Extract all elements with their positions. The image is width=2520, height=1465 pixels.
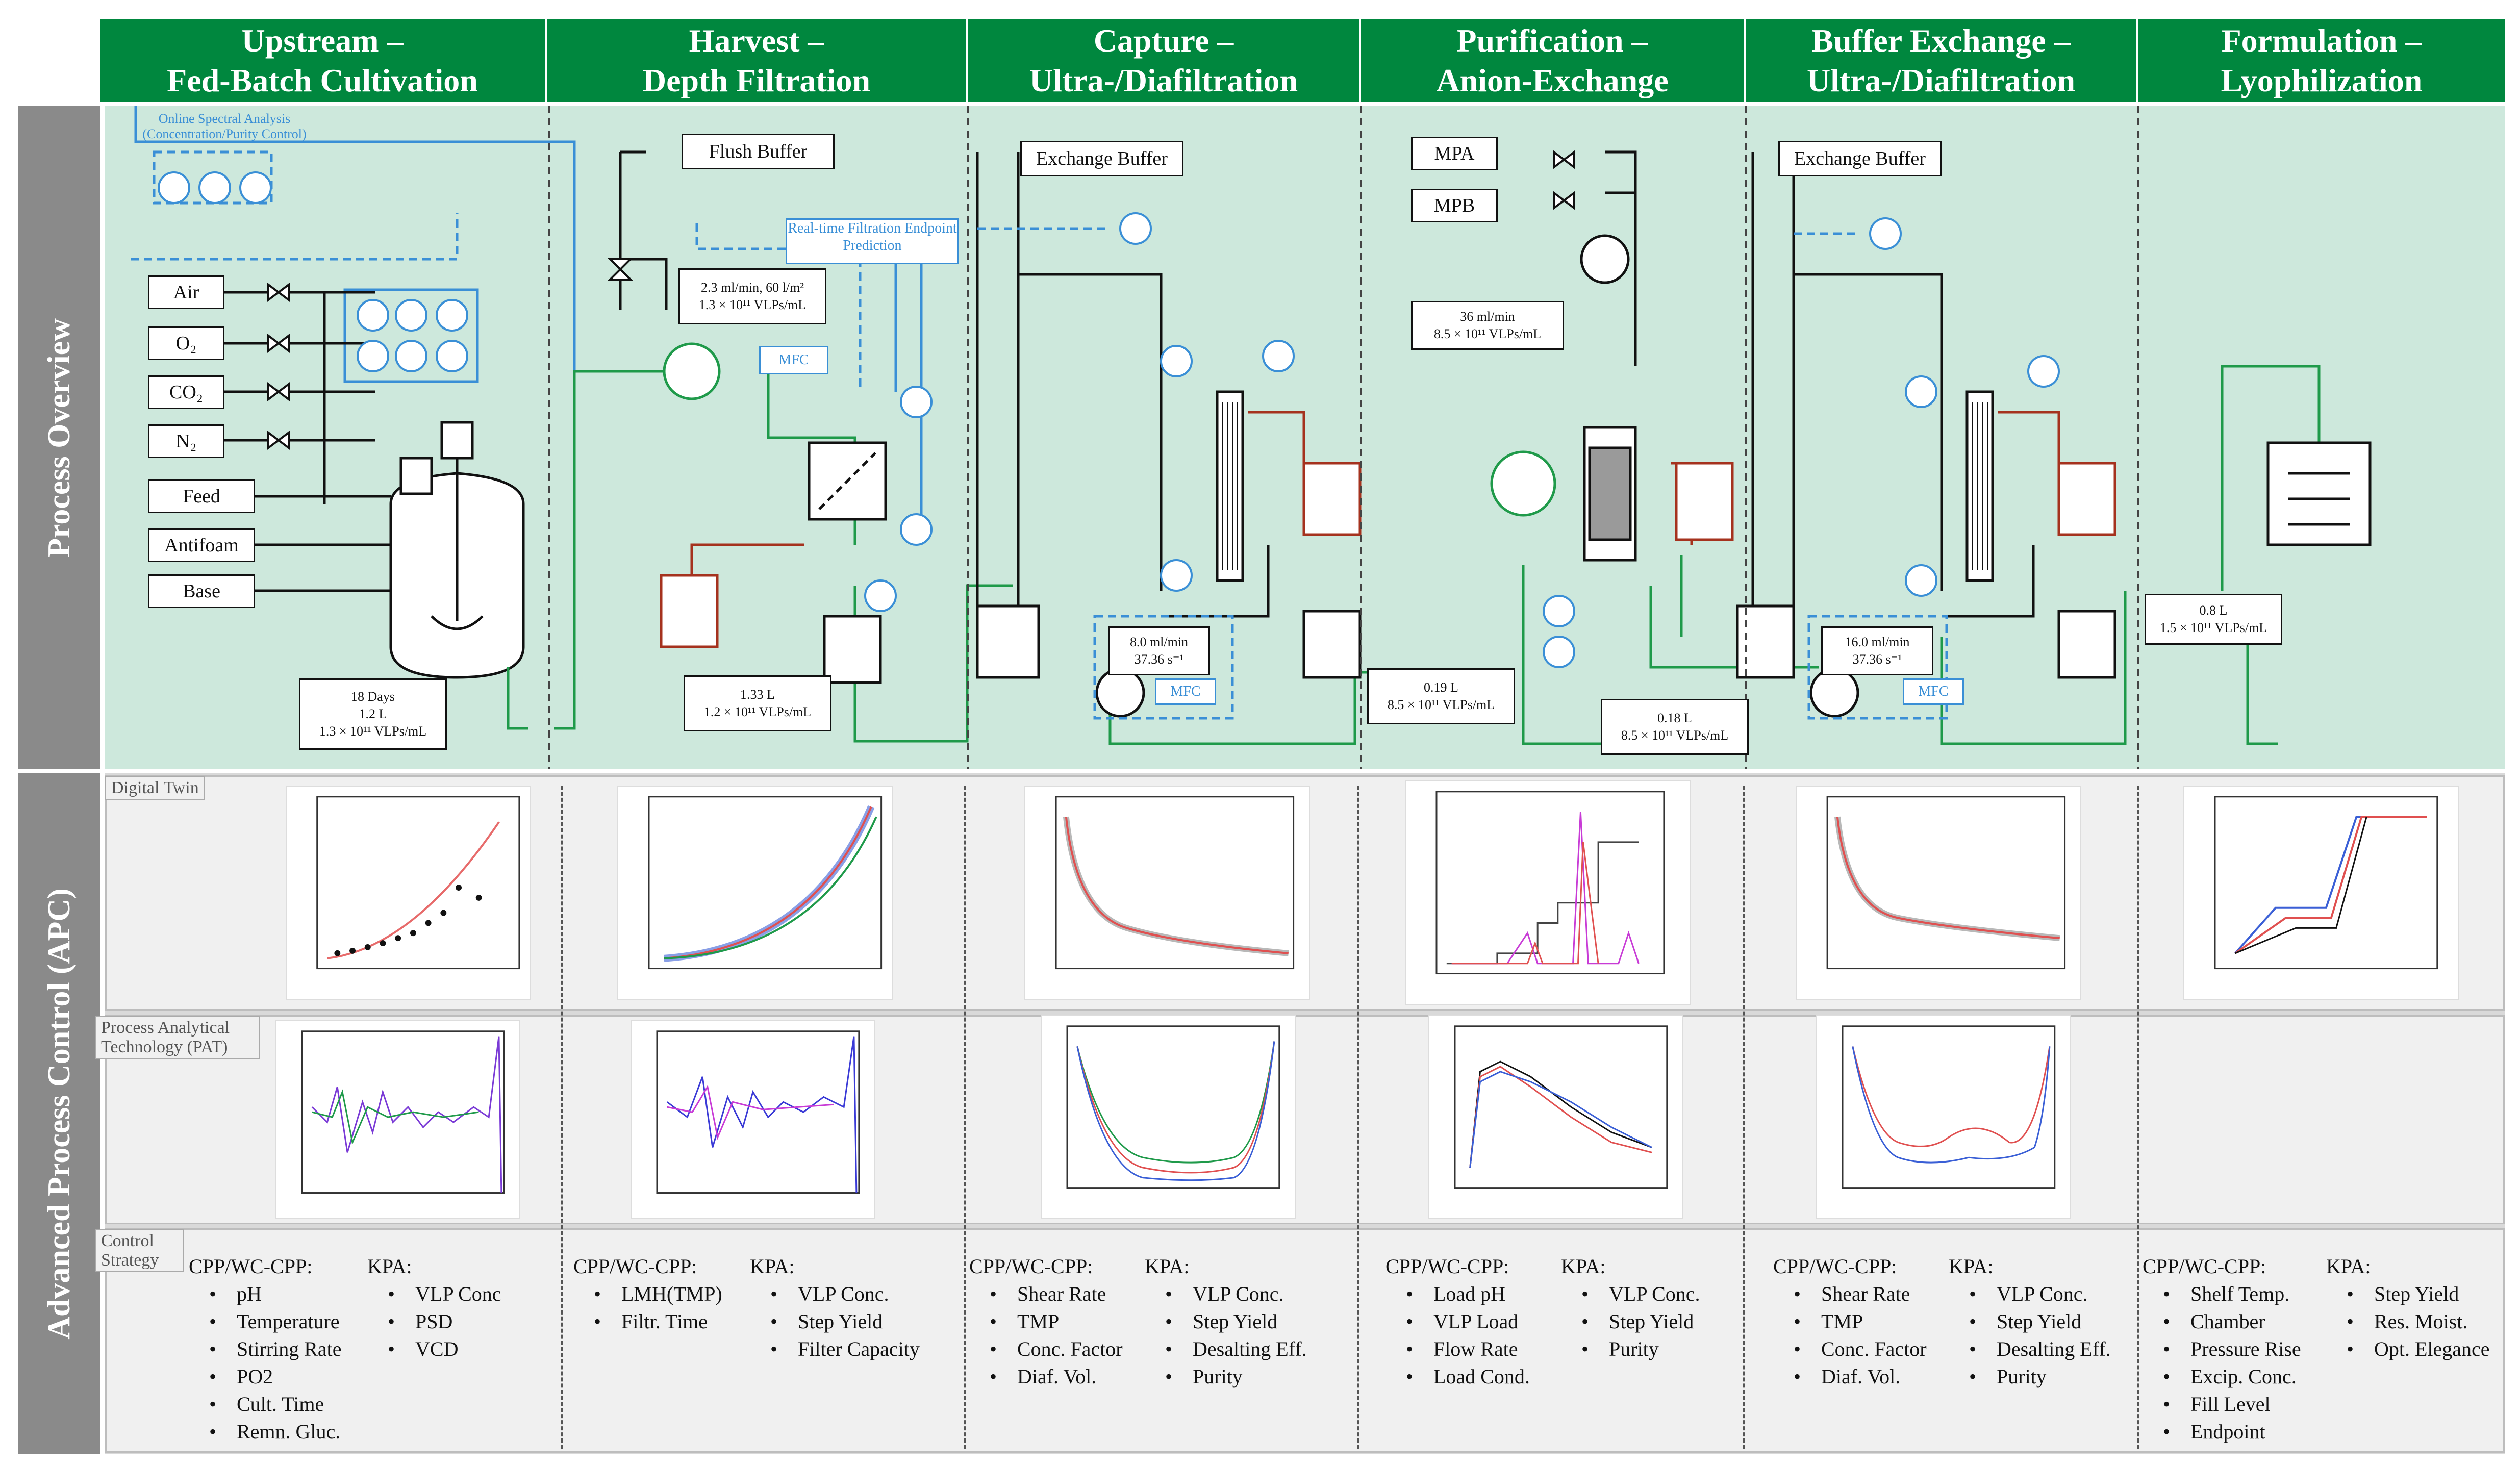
feed-box: Feed [148, 479, 255, 513]
process-overview-sidebar: Process Overview [18, 106, 100, 769]
gas-air-box: Air [148, 275, 224, 309]
control-harvest-kpa: KPA:VLP Conc.Step YieldFilter Capacity [750, 1253, 920, 1363]
gas-o2-box: O₂ [148, 326, 224, 360]
control-buffex-kpa: KPA:VLP Conc.Step YieldDesalting Eff.Pur… [1949, 1253, 2111, 1391]
antifoam-box: Antifoam [148, 528, 255, 562]
control-upstream-cpp: CPP/WC-CPP:pHTemperatureStirring RatePO2… [189, 1253, 342, 1446]
control-formulation-cpp: CPP/WC-CPP:Shelf Temp.ChamberPressure Ri… [2143, 1253, 2301, 1446]
control-formulation-kpa: KPA:Step YieldRes. Moist.Opt. Elegance [2326, 1253, 2490, 1363]
pat-label: Process Analytical Technology (PAT) [95, 1016, 260, 1059]
pat-plot-harvest [631, 1020, 875, 1219]
stage-header-purification: Purification –Anion-Exchange [1361, 19, 1746, 102]
stage-header-capture: Capture –Ultra-/Diafiltration [968, 19, 1361, 102]
control-purification-cpp: CPP/WC-CPP:Load pHVLP LoadFlow RateLoad … [1385, 1253, 1530, 1391]
gas-co2-box: CO₂ [148, 375, 224, 409]
base-box: Base [148, 574, 255, 608]
apc-separator [1743, 786, 1745, 1449]
stage-header-harvest: Harvest –Depth Filtration [547, 19, 968, 102]
spectral-analysis-note: Online Spectral Analysis (Concentration/… [142, 111, 307, 141]
control-strategy-label: Control Strategy [95, 1229, 184, 1272]
stage-header-upstream: Upstream –Fed-Batch Cultivation [100, 19, 547, 102]
control-buffex-cpp: CPP/WC-CPP:Shear RateTMPConc. FactorDiaf… [1773, 1253, 1927, 1391]
digital-twin-plot-formulation [2183, 786, 2459, 1000]
control-capture-kpa: KPA:VLP Conc.Step YieldDesalting Eff.Pur… [1145, 1253, 1307, 1391]
digital-twin-plot-upstream [286, 786, 531, 1000]
stage-header-formulation: Formulation –Lyophilization [2138, 19, 2505, 102]
capture-mfc: MFC [1155, 678, 1216, 705]
digital-twin-plot-capture [1024, 786, 1310, 1000]
mpa-box: MPA [1411, 137, 1498, 170]
harvest-mfc: MFC [759, 346, 828, 374]
flush-buffer-box: Flush Buffer [682, 134, 835, 169]
capture-exchange-buffer: Exchange Buffer [1020, 141, 1183, 176]
apc-separator [964, 786, 966, 1449]
control-purification-kpa: KPA:VLP Conc.Step YieldPurity [1561, 1253, 1700, 1363]
pat-plot-upstream [275, 1020, 520, 1219]
apc-separator [2137, 786, 2139, 1449]
apc-sidebar: Advanced Process Control (APC) [18, 773, 100, 1454]
apc-separator [561, 786, 563, 1449]
apc-separator [1357, 786, 1359, 1449]
digital-twin-plot-harvest [617, 786, 893, 1000]
pat-plot-purification [1428, 1015, 1683, 1219]
control-harvest-cpp: CPP/WC-CPP:LMH(TMP)Filtr. Time [573, 1253, 722, 1335]
digital-twin-label: Digital Twin [105, 776, 205, 800]
stage-header-buffer-exchange: Buffer Exchange –Ultra-/Diafiltration [1746, 19, 2138, 102]
mpb-box: MPB [1411, 189, 1498, 222]
control-upstream-kpa: KPA:VLP ConcPSDVCD [367, 1253, 501, 1363]
pat-plot-buffex [1816, 1015, 2071, 1219]
digital-twin-plot-purification [1405, 780, 1691, 1005]
buffex-mfc: MFC [1903, 678, 1964, 705]
digital-twin-plot-buffex [1796, 786, 2081, 1000]
control-capture-cpp: CPP/WC-CPP:Shear RateTMPConc. FactorDiaf… [969, 1253, 1123, 1391]
buffex-exchange-buffer: Exchange Buffer [1778, 141, 1942, 176]
gas-n2-box: N₂ [148, 424, 224, 458]
pat-plot-capture [1041, 1015, 1296, 1219]
realtime-filtration-note: Real-time Filtration Endpoint Prediction [786, 218, 959, 264]
process-flow-diagram [131, 106, 2372, 769]
